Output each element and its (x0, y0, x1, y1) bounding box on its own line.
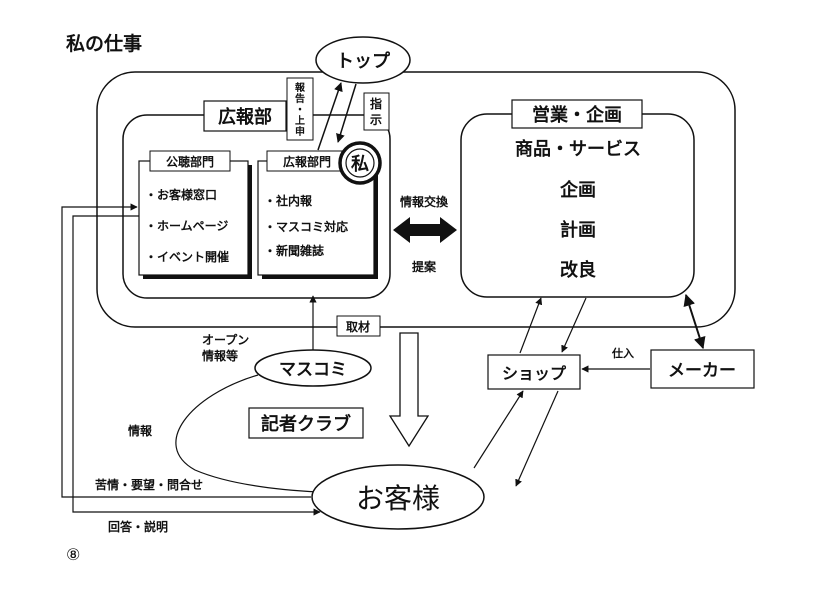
johoto-label: 情報等 (202, 348, 238, 363)
hokoku-char: 申 (295, 125, 305, 138)
eigyo-label: 営業・企画 (532, 104, 622, 126)
masukomi-label: マスコミ (279, 360, 347, 380)
shiji-arrow (336, 83, 357, 143)
kohobu-label-box (203, 100, 287, 132)
maker-eigyo-arrow (683, 293, 706, 350)
koho-item: ・社内報 (264, 193, 313, 208)
shiire-label: 仕入 (611, 346, 634, 360)
eigyo-label-box (511, 99, 643, 129)
kujo-label: 苦情・要望・問合せ (95, 477, 203, 492)
koho-item: ・マスコミ対応 (264, 219, 348, 234)
hokoku-char: ・ (295, 105, 305, 116)
maker-box (650, 349, 755, 389)
eigyo-to-shop-arrow (561, 297, 587, 353)
eigyo-item: 企画 (559, 179, 596, 201)
outer-frame (96, 71, 736, 328)
kocho-title-box (149, 150, 231, 172)
shop-box (487, 354, 581, 390)
okyaku-to-shop-arrow (473, 390, 524, 469)
shop-to-eigyo-arrow (519, 297, 543, 354)
shuzai-label: 取材 (346, 319, 370, 334)
kocho-item: ・イベント開催 (145, 249, 229, 264)
joho-curve (175, 374, 319, 493)
watashi-inner-circle (345, 148, 375, 178)
shop-label: ショップ (502, 364, 567, 383)
kisha-box (248, 407, 364, 439)
eigyo-item: 商品・サービス (515, 138, 641, 160)
kisha-label: 記者クラブ (261, 413, 351, 435)
kocho-title: 公聴部門 (166, 154, 214, 169)
shop-to-okyaku-arrow (515, 390, 559, 487)
shiji-label-box (363, 92, 390, 131)
page-number: ⑧ (66, 545, 80, 564)
shiji-char: 指 (370, 96, 382, 111)
watashi-label: 私 (351, 154, 369, 175)
eigyo-item: 改良 (560, 259, 596, 281)
kocho-item: ・ホームページ (145, 219, 228, 233)
open-label: オープン (202, 332, 249, 347)
kocho-item: ・お客様窓口 (145, 187, 217, 202)
page-title: 私の仕事 (66, 32, 142, 55)
okyaku-ellipse (311, 464, 485, 530)
shuzai-label-box (336, 315, 381, 337)
top-label: トップ (336, 50, 391, 72)
top-ellipse (315, 36, 411, 84)
kaito-path (72, 215, 321, 516)
hokoku-char: 上 (295, 114, 305, 127)
kujo-path (61, 203, 311, 498)
hokoku-arrow (317, 82, 343, 151)
johokokan-arrow (393, 217, 457, 243)
eigyo-item: 計画 (560, 219, 596, 241)
maker-label: メーカー (668, 361, 736, 381)
koho-title: 広報部門 (283, 154, 331, 169)
joho-label: 情報 (128, 423, 153, 438)
hokoku-char: 告 (295, 92, 305, 105)
flow-down-arrow (388, 332, 430, 448)
okyaku-label: お客様 (356, 482, 440, 515)
shiji-char: 示 (369, 113, 382, 127)
kohobu-label: 広報部 (218, 106, 272, 128)
hokoku-label-box (286, 77, 314, 141)
hokoku-char: 報 (295, 81, 306, 94)
masukomi-ellipse (254, 349, 372, 387)
kaito-label: 回答・説明 (108, 519, 168, 534)
koho-item: ・新聞雑誌 (264, 243, 324, 258)
teian-label: 提案 (412, 259, 437, 274)
johokokan-label: 情報交換 (400, 194, 449, 209)
